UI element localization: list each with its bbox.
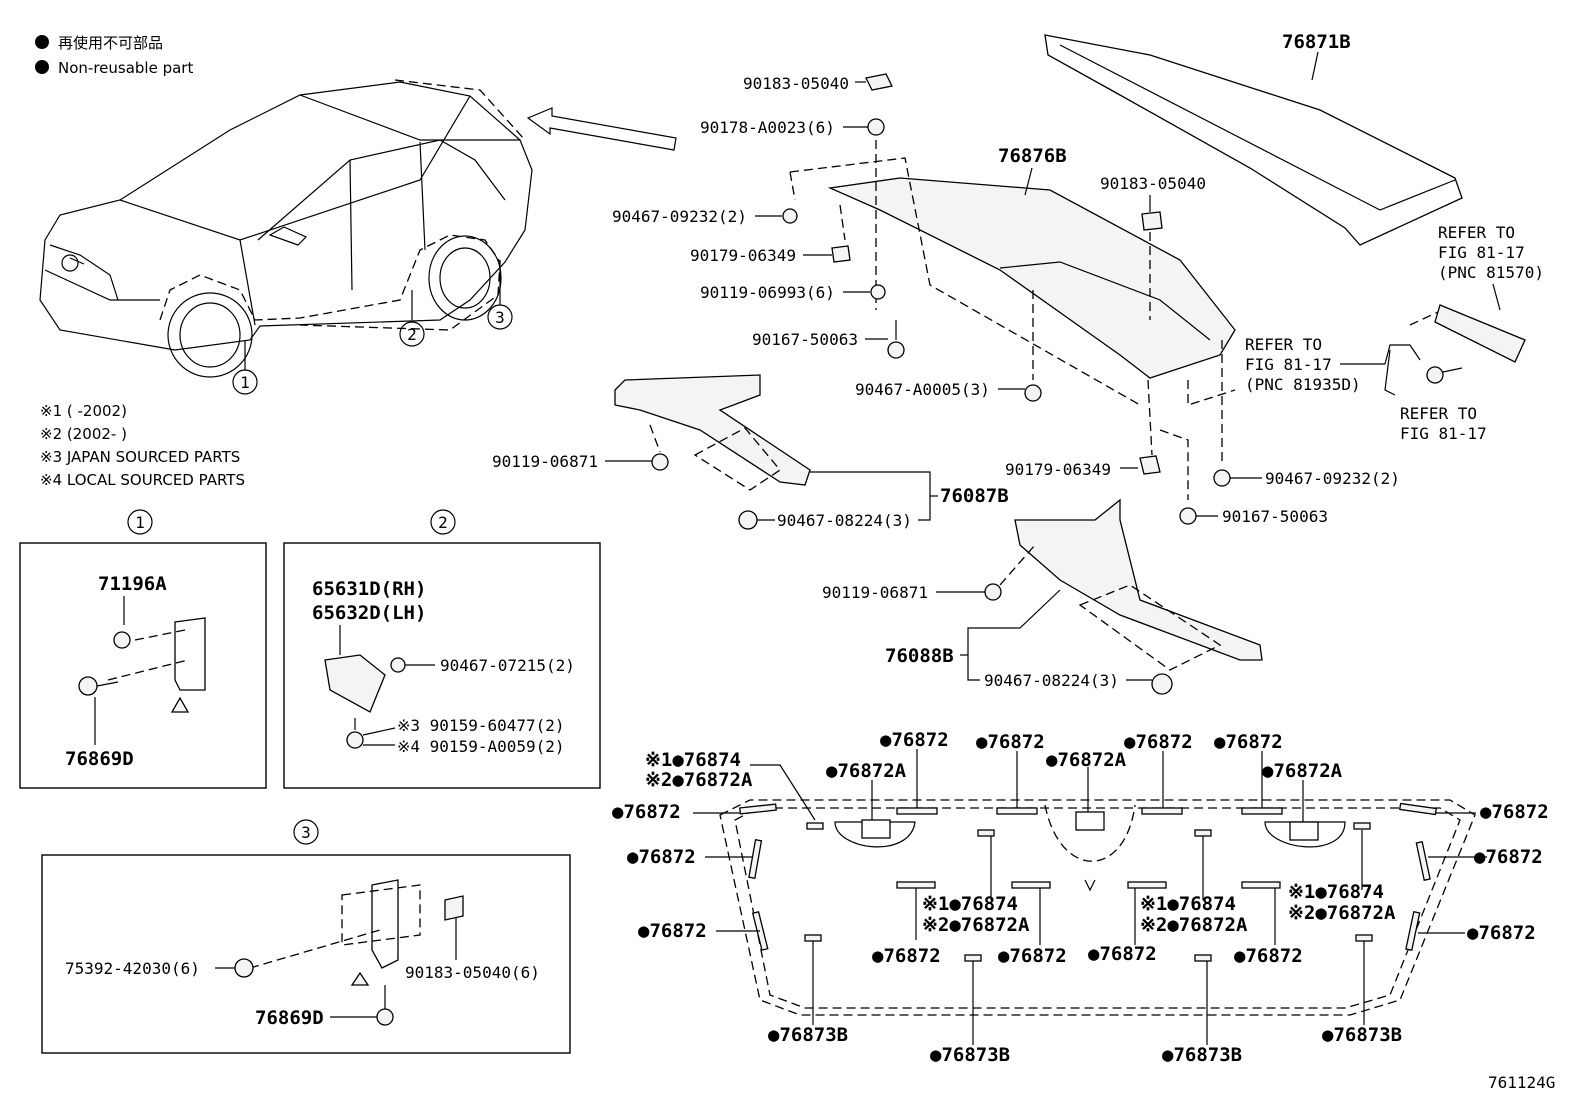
- part-90467-08224-a: 90467-08224(3): [777, 511, 912, 530]
- legend-dot: [35, 35, 49, 49]
- spoiler-shape: [1044, 34, 1463, 246]
- panel-3-title: 3: [301, 823, 311, 842]
- tape-label-6: ●76872: [976, 731, 1045, 753]
- tape-label-16: ●76872: [872, 945, 941, 967]
- tape-label-19: ●76872: [998, 945, 1067, 967]
- part-90467-07215: 90467-07215(2): [440, 656, 575, 675]
- refer-3b: FIG 81-17: [1400, 424, 1487, 443]
- refer-2c: (PNC 81935D): [1245, 375, 1361, 394]
- part-76869d: 76869D: [65, 748, 134, 770]
- legend-dot-2: [35, 60, 49, 74]
- part-76088b: 76088B: [885, 645, 954, 667]
- tape-label-b2: ●76873B: [930, 1044, 1010, 1066]
- part-90119-06871-a: 90119-06871: [492, 452, 598, 471]
- inner-panel-shape: [827, 177, 1236, 379]
- legend-en: Non-reusable part: [58, 59, 193, 77]
- part-90183-05040-6: 90183-05040(6): [405, 963, 540, 982]
- panel-3: [41, 854, 571, 1054]
- tape-label-18: ※2●76872A: [922, 914, 1030, 936]
- panel-1-title: 1: [135, 513, 145, 532]
- part-65632d: 65632D(LH): [312, 602, 426, 624]
- part-76869d-2: 76869D: [255, 1007, 324, 1029]
- tape-label-b4: ●76873B: [1322, 1024, 1402, 1046]
- part-90167-50063-a: 90167-50063: [752, 330, 858, 349]
- part-90467-08224-b: 90467-08224(3): [984, 671, 1119, 690]
- part-75392-42030: 75392-42030(6): [65, 959, 200, 978]
- legend-jp: 再使用不可部品: [58, 34, 163, 52]
- part-76876b: 76876B: [998, 145, 1067, 167]
- part-90183-05040-a: 90183-05040: [743, 74, 849, 93]
- tape-label-17: ※1●76874: [922, 893, 1018, 915]
- tape-label-5: ●76872: [880, 729, 949, 751]
- refer-1b: FIG 81-17: [1438, 243, 1525, 262]
- part-90178-a0023: 90178-A0023(6): [700, 118, 835, 137]
- tape-label-9: ●76872: [1214, 731, 1283, 753]
- tape-label-24: ※1●76874: [1288, 881, 1384, 903]
- tape-label-2: ※2●76872A: [645, 769, 753, 791]
- direction-arrow: [526, 107, 677, 151]
- lh-trim-shape: [614, 374, 811, 486]
- part-90159-a0059: ※4 90159-A0059(2): [397, 737, 565, 756]
- rh-trim-shape: [1014, 498, 1263, 661]
- panel-1: [19, 542, 267, 789]
- part-90179-06349-b: 90179-06349: [1005, 460, 1111, 479]
- note-3: ※3 JAPAN SOURCED PARTS: [40, 448, 240, 466]
- refer-3a: REFER TO: [1400, 404, 1477, 423]
- tape-label-4: ●76872A: [826, 760, 907, 782]
- callout-1: 1: [240, 373, 250, 392]
- tape-label-22: ※2●76872A: [1140, 914, 1248, 936]
- tape-label-7: ●76872A: [1046, 749, 1127, 771]
- tape-label-1: ※1●76874: [645, 749, 741, 771]
- tape-label-20: ●76872: [1088, 943, 1157, 965]
- part-90183-05040-b: 90183-05040: [1100, 174, 1206, 193]
- part-65631d: 65631D(RH): [312, 578, 426, 600]
- tape-label-25: ※2●76872A: [1288, 902, 1396, 924]
- callout-3: 3: [495, 308, 505, 327]
- tape-label-11: ●76872: [1480, 801, 1549, 823]
- note-2: ※2 (2002- ): [40, 425, 127, 443]
- part-71196a: 71196A: [98, 573, 167, 595]
- note-1: ※1 ( -2002): [40, 402, 127, 420]
- tape-label-15: ●76872: [1467, 922, 1536, 944]
- part-90467-a0005: 90467-A0005(3): [855, 380, 990, 399]
- part-90467-09232-a: 90467-09232(2): [612, 207, 747, 226]
- tape-label-23: ●76872: [1234, 945, 1303, 967]
- part-76087b: 76087B: [940, 485, 1009, 507]
- refer-2b: FIG 81-17: [1245, 355, 1332, 374]
- tape-label-13: ●76872: [1474, 846, 1543, 868]
- part-90159-60477: ※3 90159-60477(2): [397, 716, 565, 735]
- part-90167-50063-b: 90167-50063: [1222, 507, 1328, 526]
- tape-label-8: ●76872: [1124, 731, 1193, 753]
- part-90119-06993: 90119-06993(6): [700, 283, 835, 302]
- refer-2a: REFER TO: [1245, 335, 1322, 354]
- tape-label-14: ●76872: [638, 920, 707, 942]
- tape-label-21: ※1●76874: [1140, 893, 1236, 915]
- tape-label-12: ●76872: [627, 846, 696, 868]
- part-90119-06871-b: 90119-06871: [822, 583, 928, 602]
- refer-1c: (PNC 81570): [1438, 263, 1544, 282]
- vehicle-illustration: [39, 79, 533, 378]
- tape-label-3: ●76872: [612, 801, 681, 823]
- panel-2: [283, 542, 601, 789]
- part-90467-09232-b: 90467-09232(2): [1265, 469, 1400, 488]
- tape-label-b1: ●76873B: [768, 1024, 848, 1046]
- refer-1a: REFER TO: [1438, 223, 1515, 242]
- tape-label-10: ●76872A: [1262, 760, 1343, 782]
- tape-label-b3: ●76873B: [1162, 1044, 1242, 1066]
- panel-2-title: 2: [438, 513, 448, 532]
- part-76871b: 76871B: [1282, 31, 1351, 53]
- note-4: ※4 LOCAL SOURCED PARTS: [40, 471, 245, 489]
- tape-layout: [693, 749, 1487, 1045]
- figure-id: 761124G: [1488, 1073, 1555, 1092]
- callout-2: 2: [407, 325, 417, 344]
- part-90179-06349-a: 90179-06349: [690, 246, 796, 265]
